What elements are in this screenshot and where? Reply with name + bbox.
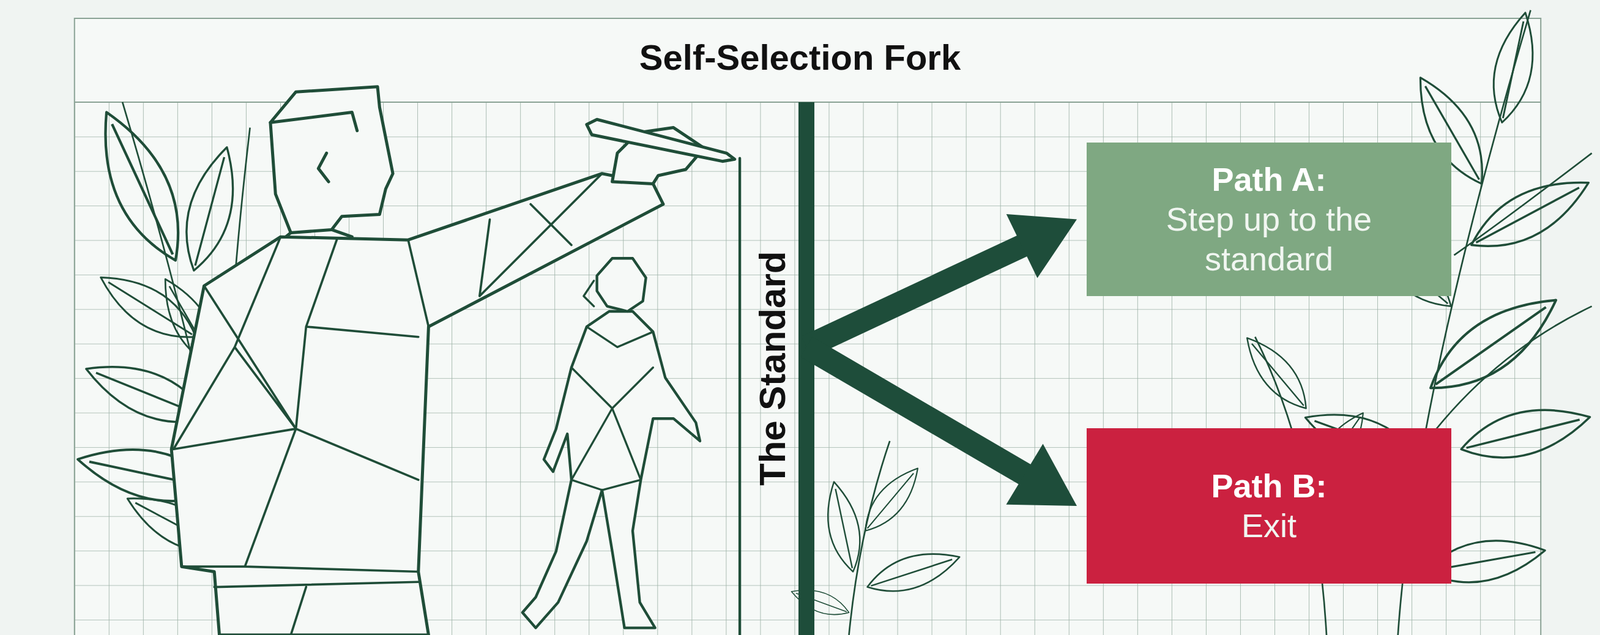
arrow-shaft [806,346,1026,475]
pencil [586,119,735,161]
standard-line: The Standard [798,102,815,635]
woman-head [597,258,647,312]
node-heading: Path A: [1212,159,1327,200]
leaf [1235,328,1318,418]
node-heading: Path B: [1211,466,1328,507]
woman-facets [571,280,653,491]
leaf [82,100,199,272]
node-body: Step up to the standard [1111,199,1427,280]
leaf [819,479,868,576]
leaf [1456,396,1596,470]
leaf [91,262,206,353]
grid-frame [74,18,1541,635]
arrow-head [1006,214,1077,278]
plant [788,441,965,635]
height-mark [738,158,741,635]
leaf [1416,280,1571,409]
woman-body [522,311,700,628]
node-body: Exit [1241,506,1297,546]
exit-box: Path B:Exit [1086,428,1452,584]
panel-background [74,18,1541,635]
leaf [855,460,928,540]
man-facets [173,173,603,635]
leaf [862,542,965,602]
illustration-group [72,9,1599,635]
man-figure [171,86,740,635]
man-head [270,86,393,234]
diagram-title: Self-Selection Fork [0,37,1600,78]
man-detail [270,112,358,238]
leaf [788,582,853,622]
fork-arrow [806,214,1077,347]
leaf [174,141,247,276]
plant-stem [849,441,891,635]
woman-figure [522,258,700,628]
arrow-head [1005,444,1077,507]
leaf [1484,9,1544,127]
fork-arrow [806,346,1077,507]
leaf [1461,163,1599,264]
arrow-shaft [806,245,1024,347]
node-heading: The Standard [754,102,792,635]
path-box: Path A:Step up to the standard [1086,142,1452,297]
